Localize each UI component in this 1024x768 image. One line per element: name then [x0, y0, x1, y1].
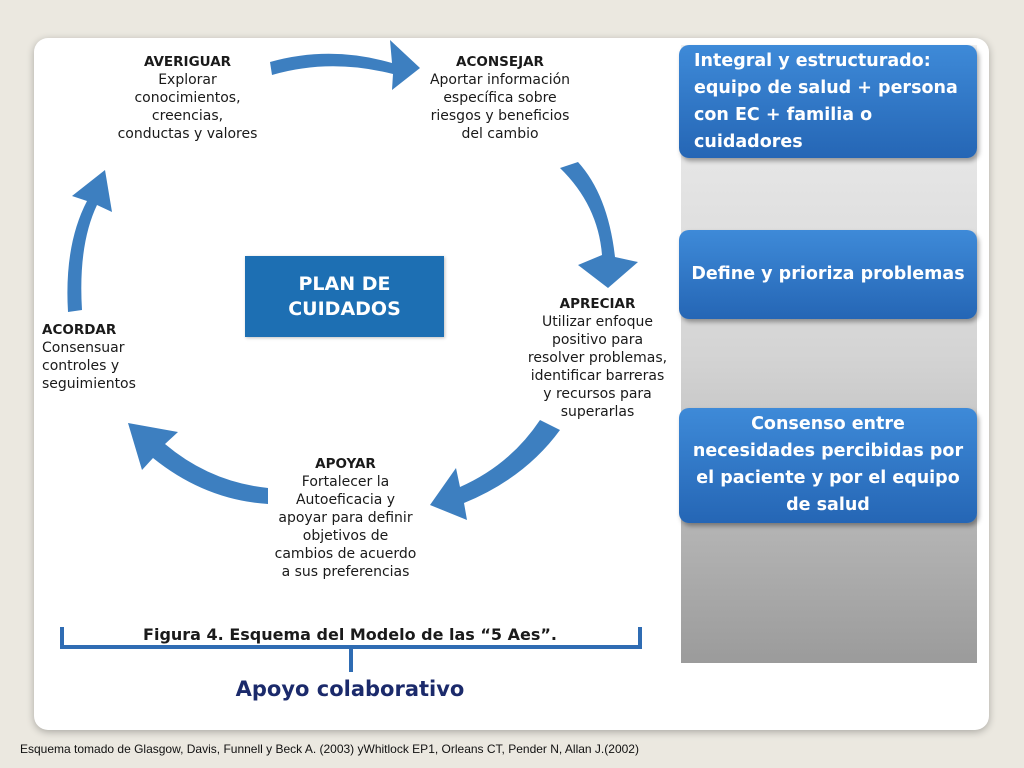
stage-acordar-title: ACORDAR — [42, 322, 117, 338]
arrow-averiguar-to-aconsejar — [270, 40, 420, 90]
bracket-label: Apoyo colaborativo — [235, 677, 465, 701]
plan-de-cuidados-box: PLAN DE CUIDADOS — [245, 256, 444, 337]
stage-averiguar: AVERIGUAR Explorar conocimientos, creenc… — [100, 53, 275, 143]
arrow-apreciar-to-apoyar — [430, 420, 560, 520]
stage-apoyar-title: APOYAR — [315, 456, 376, 472]
stage-averiguar-title: AVERIGUAR — [143, 54, 232, 70]
stage-apreciar: APRECIAR Utilizar enfoque positivo para … — [515, 295, 680, 421]
info-box-consenso: Consenso entre necesidades percibidas po… — [679, 408, 977, 523]
stage-apreciar-desc: Utilizar enfoque positivo para resolver … — [527, 314, 668, 420]
arrow-apoyar-to-acordar — [128, 423, 268, 504]
info-box-integral: Integral y estructurado: equipo de salud… — [679, 45, 977, 158]
stage-apoyar: APOYAR Fortalecer la Autoeficacia y apoy… — [258, 455, 433, 581]
stage-averiguar-desc: Explorar conocimientos, creencias, condu… — [117, 72, 258, 142]
stage-aconsejar: ACONSEJAR Aportar información específica… — [410, 53, 590, 143]
stage-apoyar-desc: Fortalecer la Autoeficacia y apoyar para… — [274, 474, 417, 580]
arrow-acordar-to-averiguar — [67, 170, 112, 312]
stage-aconsejar-title: ACONSEJAR — [456, 54, 544, 70]
stage-aconsejar-desc: Aportar información específica sobre rie… — [429, 72, 571, 142]
arrow-aconsejar-to-apreciar — [560, 162, 638, 288]
stage-apreciar-title: APRECIAR — [559, 296, 636, 312]
stage-acordar: ACORDAR Consensuar controles y seguimien… — [42, 321, 182, 393]
figure-caption: Figura 4. Esquema del Modelo de las “5 A… — [143, 625, 557, 644]
collaborative-bracket — [60, 627, 642, 672]
info-box-define: Define y prioriza problemas — [679, 230, 977, 319]
source-citation: Esquema tomado de Glasgow, Davis, Funnel… — [20, 742, 639, 756]
stage-acordar-desc: Consensuar controles y seguimientos — [42, 340, 136, 392]
